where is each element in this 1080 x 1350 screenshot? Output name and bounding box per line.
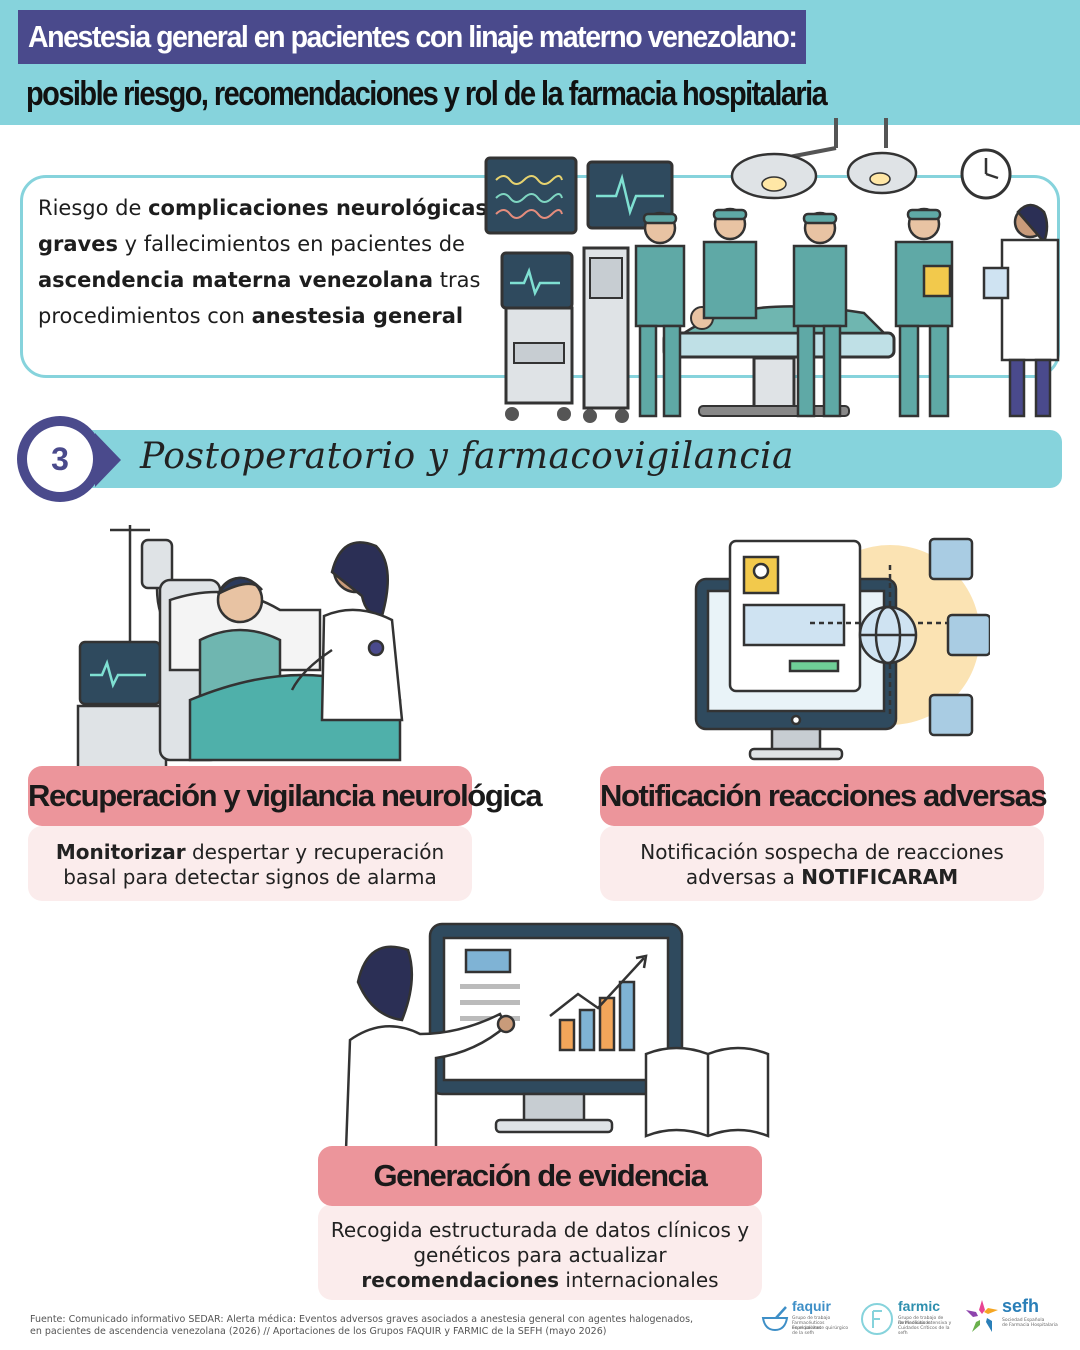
card-recovery-title: Recuperación y vigilancia neurológica — [28, 766, 543, 826]
operating-room-illustration — [484, 118, 1060, 423]
logo-sefh-sub1: Sociedad Española — [1002, 1318, 1045, 1323]
card-recovery-body: Monitorizar despertar y recuperación bas… — [28, 826, 472, 901]
card-notification-title: Notificación reacciones adversas — [600, 766, 1048, 826]
section-band — [60, 430, 1062, 488]
logo-sefh-sub2: de Farmacia Hospitalaria — [1002, 1323, 1058, 1328]
card-notification-body: Notificación sospecha de reacciones adve… — [600, 826, 1044, 901]
logo-faquir-sub1: Grupo de trabajo — [792, 1316, 831, 1321]
footer-source-line-1: Fuente: Comunicado informativo SEDAR: Al… — [30, 1314, 694, 1325]
logo-faquir-sub3: en el paciente quirúrgico de la sefh — [792, 1326, 849, 1336]
logo-farmic-sub2: de Medicina Intensiva y — [898, 1321, 952, 1326]
letter-f-circle-icon — [861, 1303, 893, 1335]
logo-farmic-sub1: Grupo de trabajo de Farmacéuticos — [898, 1316, 944, 1326]
mortar-pestle-icon — [761, 1306, 789, 1332]
title-line-1: Anestesia general en pacientes con linaj… — [18, 10, 806, 64]
card-evidence-title: Generación de evidencia — [318, 1146, 762, 1206]
title-line-2: posible riesgo, recomendaciones y rol de… — [26, 75, 828, 113]
logo-sefh: sefh Sociedad Española de Farmacia Hospi… — [964, 1296, 1064, 1340]
section-title: Postoperatorio y farmacovigilancia — [140, 436, 794, 477]
logo-farmic: farmic Grupo de trabajo de Farmacéuticos… — [860, 1296, 960, 1340]
computer-notification-illustration — [694, 537, 990, 761]
evidence-chart-illustration — [344, 922, 770, 1150]
patient-recovery-illustration — [76, 525, 404, 774]
logo-farmic-name: farmic — [898, 1298, 941, 1314]
logo-faquir-name: faquir — [792, 1298, 831, 1314]
footer-source: Fuente: Comunicado informativo SEDAR: Al… — [30, 1314, 730, 1338]
sefh-star-icon — [966, 1300, 998, 1332]
logo-faquir: faquir Grupo de trabajo Farmacéuticos Es… — [760, 1296, 852, 1340]
logo-farmic-sub3: Cuidados Críticos de la sefh — [898, 1326, 950, 1336]
logo-sefh-name: sefh — [1002, 1296, 1040, 1316]
section-number: 3 — [27, 426, 93, 492]
intro-text: Riesgo de complicaciones neurológicas gr… — [38, 196, 488, 328]
logo-faquir-sub2: Farmacéuticos Especialistas — [792, 1321, 825, 1331]
card-evidence-body: Recogida estructurada de datos clínicos … — [318, 1204, 762, 1300]
footer-source-line-2: en pacientes de ascendencia venezolana (… — [30, 1326, 607, 1337]
